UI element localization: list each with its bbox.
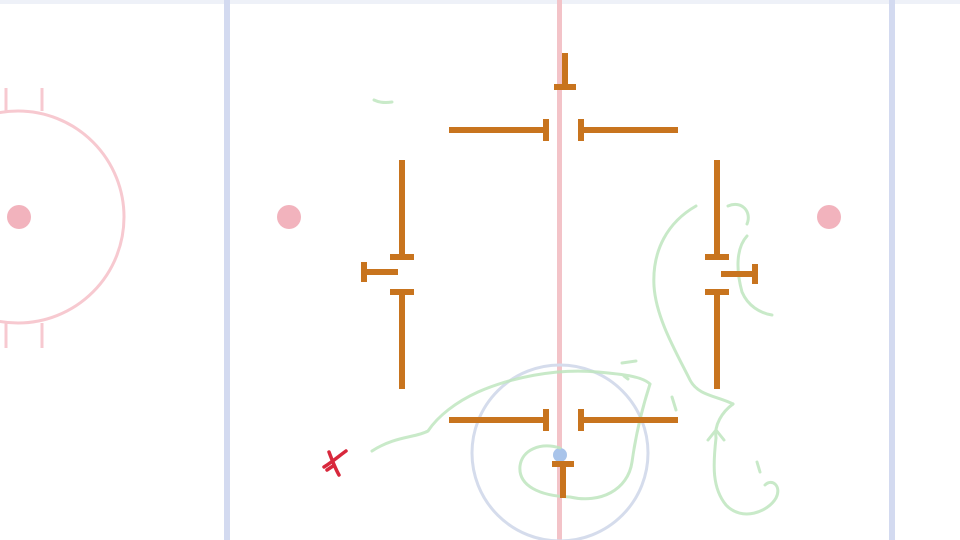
- t-marker-right-outside: [721, 264, 758, 284]
- skating-path-icon: [370, 98, 780, 516]
- rink-top-edge: [0, 0, 960, 4]
- t-marker-left-outside: [361, 262, 398, 282]
- blue-line-right: [889, 0, 895, 540]
- faceoff-dot-left-circle: [7, 205, 31, 229]
- t-marker-right-upper: [705, 160, 729, 260]
- center-faceoff-dot: [553, 448, 567, 462]
- t-marker-bottom-right: [578, 409, 678, 431]
- t-marker-left-upper: [390, 160, 414, 260]
- center-circle: [470, 363, 650, 540]
- faceoff-dot-neutral-left: [277, 205, 301, 229]
- t-marker-top-left: [449, 119, 549, 141]
- faceoff-circle-left: [0, 88, 126, 348]
- t-marker-right-lower: [705, 289, 729, 389]
- x-mark-icon: [322, 449, 348, 477]
- t-marker-left-lower: [390, 289, 414, 389]
- t-marker-top-right: [578, 119, 678, 141]
- t-marker-bottom-left: [449, 409, 549, 431]
- faceoff-dot-neutral-right: [817, 205, 841, 229]
- center-red-line: [557, 0, 562, 540]
- t-marker-top-center: [554, 53, 576, 90]
- blue-line-left: [224, 0, 230, 540]
- t-marker-bottom-center: [552, 461, 574, 498]
